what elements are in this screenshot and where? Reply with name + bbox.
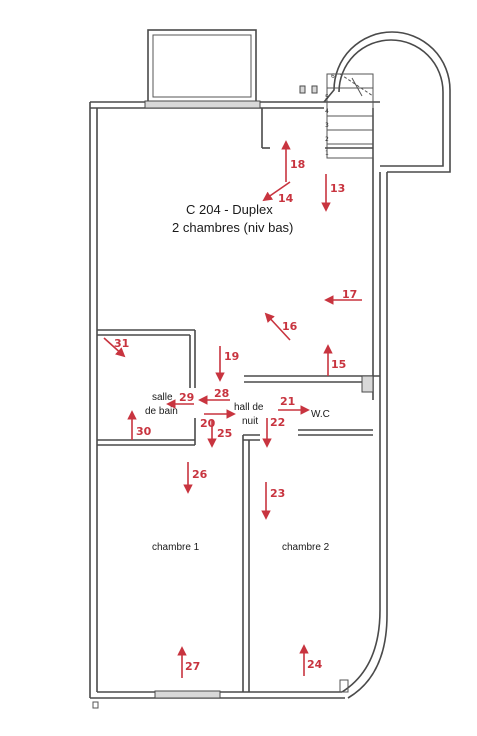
stair-step-1: 1 <box>325 150 329 157</box>
photo-markers: 13 14 15 16 17 18 19 20 21 22 23 24 <box>103 140 362 678</box>
marker-18: 18 <box>290 158 305 171</box>
outer-walls <box>89 31 451 699</box>
stair-step-5: 5 <box>325 94 329 101</box>
bathroom-walls <box>97 329 196 446</box>
bedroom-divider <box>242 434 260 692</box>
marker-28: 28 <box>214 387 229 400</box>
marker-14-arrow <box>262 181 291 202</box>
room-label-salle: salle <box>152 392 173 403</box>
marker-30: 30 <box>136 425 152 438</box>
marker-16: 16 <box>282 320 298 333</box>
marker-23: 23 <box>270 487 285 500</box>
marker-15: 15 <box>331 358 346 371</box>
marker-26: 26 <box>192 468 208 481</box>
room-label-nuit: nuit <box>242 416 258 427</box>
marker-27: 27 <box>185 660 200 673</box>
balcony-top <box>147 29 257 103</box>
marker-22: 22 <box>270 416 285 429</box>
stair-step-6: 6 <box>331 73 335 80</box>
marker-31: 31 <box>114 337 129 350</box>
stair-step-3: 3 <box>325 122 329 129</box>
room-label-de-bain: de bain <box>145 406 178 417</box>
stair-step-4: 4 <box>325 108 329 115</box>
marker-19: 19 <box>224 350 239 363</box>
staircase: 1 2 3 4 5 6 <box>299 73 374 159</box>
plan-title: C 204 - Duplex <box>186 202 273 217</box>
room-label-wc: W.C <box>311 409 330 420</box>
room-label-chambre-2: chambre 2 <box>282 542 330 553</box>
marker-13: 13 <box>330 182 345 195</box>
marker-20: 20 <box>200 417 216 430</box>
marker-21: 21 <box>280 395 295 408</box>
marker-25: 25 <box>217 427 232 440</box>
marker-14: 14 <box>278 192 294 205</box>
marker-17: 17 <box>342 288 357 301</box>
room-label-hall: hall de <box>234 402 264 413</box>
marker-24: 24 <box>307 658 323 671</box>
marker-16-arrow <box>264 312 291 341</box>
room-label-chambre-1: chambre 1 <box>152 542 200 553</box>
plan-subtitle: 2 chambres (niv bas) <box>172 220 293 235</box>
marker-31-arrow <box>103 337 126 358</box>
entry-walls <box>261 108 373 149</box>
marker-29: 29 <box>179 391 194 404</box>
hall-walls <box>244 375 380 436</box>
stair-step-2: 2 <box>325 136 329 143</box>
